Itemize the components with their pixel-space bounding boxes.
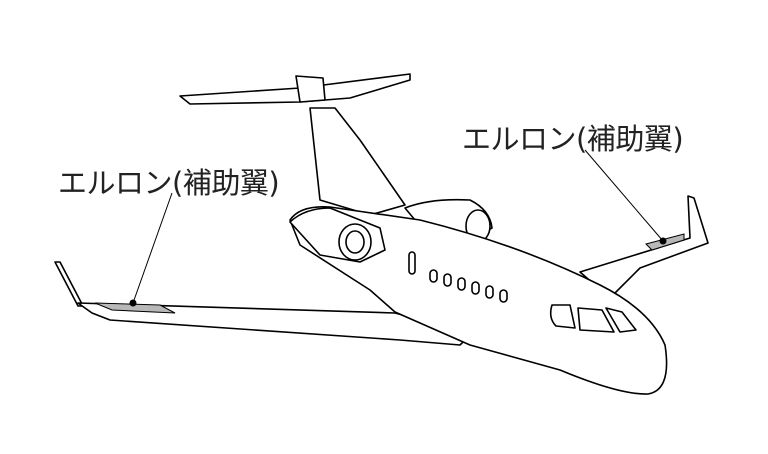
cabin-windows: [429, 269, 508, 303]
right-leader-dot: [659, 237, 667, 245]
door: [408, 251, 416, 275]
right-wing: [579, 195, 709, 299]
fuselage: [289, 205, 668, 395]
left-leader-line: [132, 192, 173, 304]
cockpit-windows: [549, 304, 637, 333]
horizontal-stabilizer: [179, 73, 411, 105]
left-aileron: [94, 302, 176, 314]
vertical-tail: [309, 107, 406, 216]
left-leader-dot: [129, 299, 137, 307]
left-winglet: [54, 261, 93, 307]
left-aileron-label: エルロン(補助翼): [58, 166, 280, 200]
right-aileron-label: エルロン(補助翼): [462, 122, 684, 156]
right-leader-line: [584, 149, 664, 242]
